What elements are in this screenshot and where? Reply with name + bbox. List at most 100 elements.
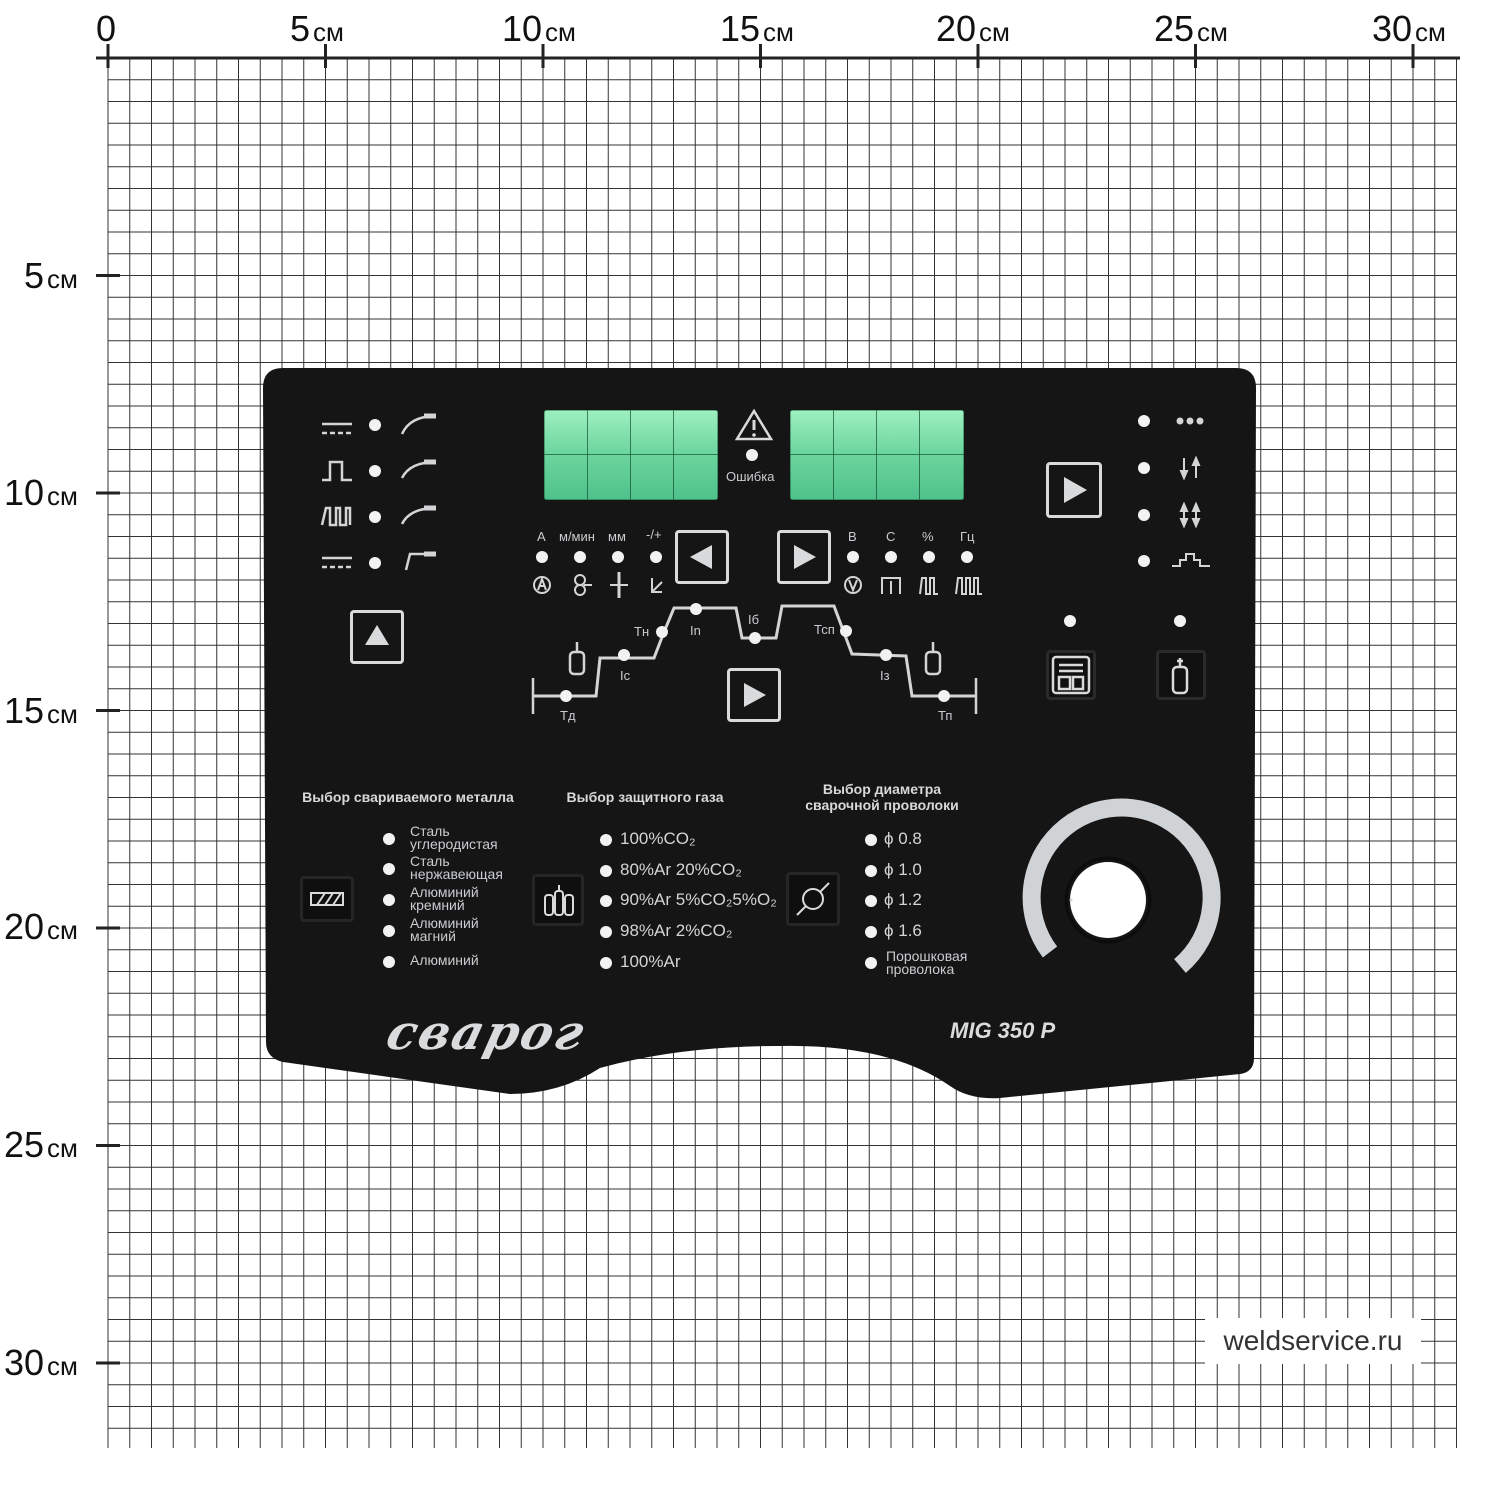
param-led-s — [885, 551, 897, 563]
weld-mode-led-3 — [369, 511, 381, 523]
model-name: MIG 350 P — [950, 1018, 1056, 1043]
ruler-x-label-0: 0 — [96, 8, 117, 49]
gas-option-5: 100%Ar — [620, 952, 681, 971]
wire-led-5 — [865, 957, 877, 969]
param-label-percent: % — [922, 529, 934, 544]
torch-icon-1 — [400, 413, 437, 435]
gas-option-1: 100%CO₂ — [620, 829, 696, 848]
cycle-label-in: In — [690, 623, 701, 638]
gas-option-3: 90%Ar 5%CO₂5%O₂ — [620, 890, 777, 909]
trigger-mode-button[interactable] — [1046, 462, 1102, 518]
weld-mode-led-1 — [369, 419, 381, 431]
left-display — [544, 410, 718, 500]
gas-led-2 — [600, 865, 612, 877]
duty-cycle-icon — [919, 577, 938, 595]
param-label-hz: Гц — [960, 529, 975, 544]
gas-led-5 — [600, 957, 612, 969]
param-led-mm — [612, 551, 624, 563]
cycle-label-iz: Iз — [880, 668, 890, 683]
metal-led-2 — [383, 863, 395, 875]
cycle-led-ic — [618, 649, 630, 661]
trigger-led-1 — [1138, 415, 1150, 427]
voltmeter-icon — [844, 576, 862, 594]
wire-option-1: ϕ 0.8 — [884, 829, 922, 848]
wire-led-1 — [865, 834, 877, 846]
wire-select-button[interactable] — [786, 872, 840, 926]
gas-test-button[interactable] — [1156, 650, 1206, 700]
dc-2-mode-icon — [322, 556, 352, 569]
cycle-select-button[interactable] — [727, 668, 781, 722]
four-stroke-icon — [1179, 501, 1201, 529]
param-led-v — [847, 551, 859, 563]
wire-diameter-icon — [796, 882, 830, 916]
torch-icon-2 — [400, 459, 437, 479]
inductance-icon — [651, 578, 663, 593]
gas-led-4 — [600, 926, 612, 938]
wire-stickout-icon — [610, 572, 628, 598]
metal-led-1 — [383, 833, 395, 845]
cycle-led-tsp — [840, 625, 852, 637]
crater-fill-icon — [1172, 553, 1210, 567]
cycle-label-ic: Iс — [620, 668, 631, 683]
cycle-led-td — [560, 690, 572, 702]
time-icon — [881, 577, 901, 594]
param-label-v: В — [848, 529, 857, 544]
cycle-label-tp: Тп — [938, 708, 953, 723]
spot-mode-icon — [1176, 417, 1204, 425]
gas-select-button[interactable] — [532, 874, 584, 926]
weld-mode-button[interactable] — [350, 610, 404, 664]
gas-cylinder-icon-right — [924, 642, 942, 676]
param-label-m-min: м/мин — [559, 529, 595, 544]
memory-led — [1064, 615, 1076, 627]
cycle-led-tn — [656, 626, 668, 638]
cycle-label-ib: Iб — [748, 612, 760, 627]
param-label-s: С — [886, 529, 896, 544]
metal-led-3 — [383, 894, 395, 906]
cycle-label-td: Тд — [560, 708, 576, 723]
metal-plate-icon — [310, 892, 344, 906]
wire-option-3: ϕ 1.2 — [884, 890, 922, 909]
warning-icon — [734, 408, 774, 441]
param-label-plus-minus: -/+ — [646, 527, 662, 542]
metal-led-4 — [383, 925, 395, 937]
two-stroke-icon — [1179, 455, 1201, 481]
cycle-led-in — [690, 603, 702, 615]
gas-led-3 — [600, 895, 612, 907]
param-led-a — [536, 551, 548, 563]
memory-button[interactable] — [1046, 650, 1096, 700]
param-led-plus-minus — [650, 551, 662, 563]
play-icon — [744, 683, 766, 707]
weld-mode-led-4 — [369, 557, 381, 569]
left-arrow-icon — [690, 545, 712, 569]
metal-option-5: Алюминий — [410, 952, 479, 968]
gas-option-2: 80%Ar 20%CO₂ — [620, 860, 742, 879]
brand-logo: сварог — [381, 1005, 592, 1061]
metal-led-5 — [383, 956, 395, 968]
weld-mode-led-2 — [369, 465, 381, 477]
cycle-led-iz — [880, 649, 892, 661]
wire-led-3 — [865, 895, 877, 907]
right-arrow-button[interactable] — [777, 530, 831, 584]
torch-icon-3 — [400, 505, 437, 525]
left-arrow-button[interactable] — [675, 530, 729, 584]
gas-cylinder-icon-left — [568, 642, 586, 676]
memory-icon — [1051, 655, 1091, 695]
metal-select-button[interactable] — [300, 876, 354, 922]
